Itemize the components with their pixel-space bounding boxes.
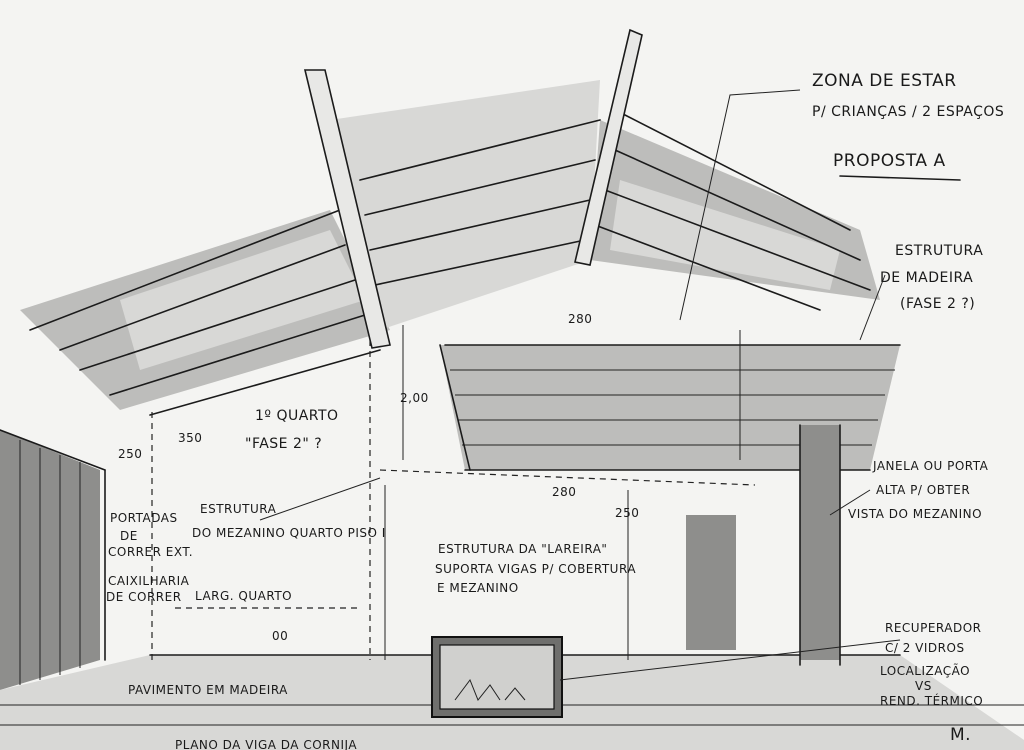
label-estrutura-lareira-2: SUPORTA VIGAS P/ COBERTURA xyxy=(435,562,636,576)
label-janela-3: VISTA DO MEZANINO xyxy=(848,507,982,521)
label-caixilharia-1: CAIXILHARIA xyxy=(108,574,190,588)
left-shutters xyxy=(0,429,106,690)
label-recuperador-2: C/ 2 VIDROS xyxy=(885,641,965,655)
roof-left-plane xyxy=(20,209,390,416)
label-recuperador-5: REND. TÉRMICO xyxy=(880,693,983,708)
label-quarto-1: 1º QUARTO xyxy=(255,408,339,424)
label-estrutura-madeira-2: DE MADEIRA xyxy=(880,270,973,286)
dim-350: 350 xyxy=(178,431,202,445)
dimension-lines xyxy=(151,325,756,660)
fireplace xyxy=(431,636,563,718)
label-proposta: PROPOSTA A xyxy=(833,151,946,171)
dim-250-left: 250 xyxy=(118,447,142,461)
label-portadas-2: DE xyxy=(120,529,138,543)
roof-center-plane xyxy=(330,80,601,330)
label-caixilharia-2: DE CORRER xyxy=(106,590,182,604)
label-quarto-2: "FASE 2" ? xyxy=(245,436,322,452)
label-estrutura-mezanino-2: DO MEZANINO QUARTO PISO I xyxy=(192,526,386,540)
annotations: ZONA DE ESTAR P/ CRIANÇAS / 2 ESPAÇOS PR… xyxy=(106,71,1004,750)
dim-250-right: 250 xyxy=(615,506,639,520)
dim-200: 2,00 xyxy=(400,391,429,405)
label-planta: PLANO DA VIGA DA CORNIJA xyxy=(175,738,357,750)
dimension-numbers: 280 2,00 280 250 250 350 00 xyxy=(118,312,639,643)
label-estrutura-lareira-1: ESTRUTURA DA "LAREIRA" xyxy=(438,542,607,556)
label-pavimento: PAVIMENTO EM MADEIRA xyxy=(128,683,288,697)
label-estrutura-madeira-3: (FASE 2 ?) xyxy=(900,296,975,312)
label-portadas-1: PORTADAS xyxy=(110,511,178,525)
label-janela-1: JANELA OU PORTA xyxy=(872,459,989,473)
label-portadas-3: CORRER EXT. xyxy=(108,545,193,559)
dim-00: 00 xyxy=(272,629,288,643)
label-recuperador-3: LOCALIZAÇÃO xyxy=(880,663,970,678)
label-zona-sub: P/ CRIANÇAS / 2 ESPAÇOS xyxy=(812,104,1004,120)
roof-right-plane xyxy=(590,114,880,311)
label-recuperador-1: RECUPERADOR xyxy=(885,621,981,635)
label-janela-2: ALTA P/ OBTER xyxy=(876,483,970,497)
label-larg-quarto: LARG. QUARTO xyxy=(195,589,292,603)
label-zona-title: ZONA DE ESTAR xyxy=(812,71,957,91)
dim-280-top: 280 xyxy=(568,312,592,326)
label-estrutura-lareira-3: E MEZANINO xyxy=(437,581,519,595)
right-door xyxy=(686,424,841,666)
label-estrutura-mezanino-1: ESTRUTURA xyxy=(200,502,277,516)
label-estrutura-madeira-1: ESTRUTURA xyxy=(895,243,983,259)
label-recuperador-4: VS xyxy=(915,679,932,693)
dim-280-mid: 280 xyxy=(552,485,576,499)
leader-lines xyxy=(259,89,901,681)
signature: M. xyxy=(950,725,971,745)
main-rafters xyxy=(303,28,643,349)
